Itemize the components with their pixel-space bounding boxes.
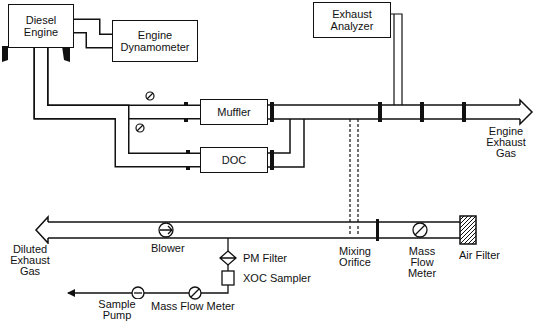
part-label: Mass Flow Meter (396, 246, 448, 279)
orifice-plate (376, 219, 379, 241)
blower-symbol (159, 223, 173, 237)
box-label: Engine Dynamometer (113, 27, 197, 55)
part-label: Mass Flow Meter (150, 301, 236, 312)
box-label: Diesel Engine (9, 12, 73, 40)
engine-box: Diesel Engine (8, 4, 74, 48)
box-label: Exhaust Analyzer (314, 6, 390, 34)
dynamometer-box: Engine Dynamometer (112, 20, 198, 62)
dilution-tunnel (36, 217, 460, 243)
doc-box: DOC (200, 147, 268, 173)
pipe-flange (184, 102, 466, 170)
part-label: Engine Exhaust Gas (474, 126, 538, 159)
muffler-box: Muffler (200, 99, 268, 125)
exhaust-pipe (41, 48, 200, 160)
flow-meter-symbol (189, 287, 201, 299)
air-filter (460, 216, 476, 244)
part-label: Air Filter (458, 250, 501, 261)
exhaust-pipe (74, 26, 112, 41)
box-label: DOC (218, 152, 250, 168)
part-label: XOC Sampler (242, 273, 312, 284)
pump-symbol (132, 287, 144, 299)
analyzer-box: Exhaust Analyzer (313, 2, 391, 38)
part-label: PM Filter (242, 253, 288, 264)
pm-filter-symbol (220, 251, 236, 265)
flow-meter-symbol (413, 223, 427, 237)
part-label: Mixing Orifice (330, 246, 380, 268)
sample-line (68, 238, 228, 293)
part-label: Blower (150, 243, 186, 254)
part-label: Sample Pump (92, 299, 142, 321)
xoc-sampler-box (222, 271, 234, 285)
box-label: Muffler (213, 104, 254, 120)
transfer-tube (350, 119, 358, 236)
part-label: Diluted Exhaust Gas (2, 244, 58, 277)
